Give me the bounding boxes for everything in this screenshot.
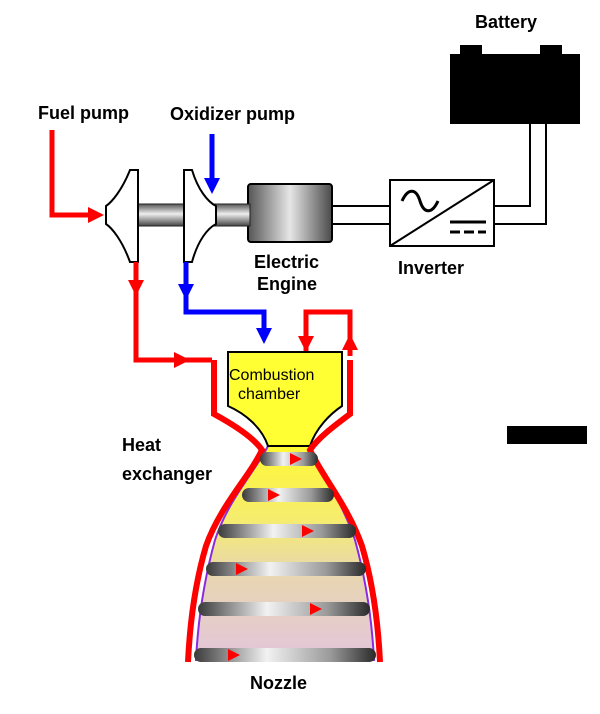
electric-engine-label-line2: Engine	[257, 274, 317, 294]
electric-engine	[247, 183, 333, 243]
cooling-ring	[218, 524, 356, 538]
heat-exchanger-label-line1: Heat	[122, 435, 161, 455]
inverter	[389, 179, 495, 247]
cooling-ring	[242, 488, 334, 502]
inverter-label: Inverter	[398, 258, 464, 278]
fuel-pump-rotor	[105, 169, 139, 263]
battery-terminal-left	[460, 45, 482, 55]
nozzle-bell	[194, 445, 376, 661]
heat-exchanger-jacket-left	[185, 360, 266, 663]
oxidizer-chamber-arrow	[256, 328, 272, 344]
inverter-engine-wires	[332, 205, 390, 225]
cooling-rings	[194, 452, 376, 662]
heat-exchanger-label-line2: exchanger	[122, 464, 212, 484]
oxidizer-inlet-arrow	[204, 178, 220, 194]
battery-body	[450, 54, 580, 124]
cooling-ring	[198, 602, 370, 616]
coolant-flow-arrows	[228, 453, 322, 661]
combustion-chamber-label-line2: chamber	[238, 386, 301, 403]
battery-terminal-right	[540, 45, 562, 55]
battery-label: Battery	[475, 12, 537, 32]
fuel-up-arrow	[342, 334, 358, 350]
nozzle-label: Nozzle	[250, 673, 307, 693]
dc-symbol-icon	[450, 220, 486, 234]
heat-exchanger-jacket-right	[306, 360, 383, 663]
oxidizer-pump-rotor	[183, 169, 217, 263]
fuel-right-arrow	[174, 352, 190, 368]
fuel-inlet-arrow	[88, 207, 104, 223]
fuel-return-down-arrow	[298, 336, 314, 352]
cooling-ring	[260, 452, 318, 466]
ac-sine-icon	[400, 189, 440, 213]
black-bar	[507, 426, 587, 444]
battery	[450, 45, 580, 124]
fuel-line	[49, 130, 353, 363]
fuel-down-arrow	[128, 280, 144, 296]
combustion-chamber-label-line1: Combustion	[229, 367, 314, 384]
electric-engine-label-line1: Electric	[254, 252, 319, 272]
battery-wires	[494, 124, 547, 225]
oxidizer-down-arrow	[178, 284, 194, 300]
fuel-pump-label: Fuel pump	[38, 103, 129, 123]
oxidizer-pump-label: Oxidizer pump	[170, 104, 295, 124]
cooling-ring	[194, 648, 376, 662]
cooling-ring	[206, 562, 366, 576]
